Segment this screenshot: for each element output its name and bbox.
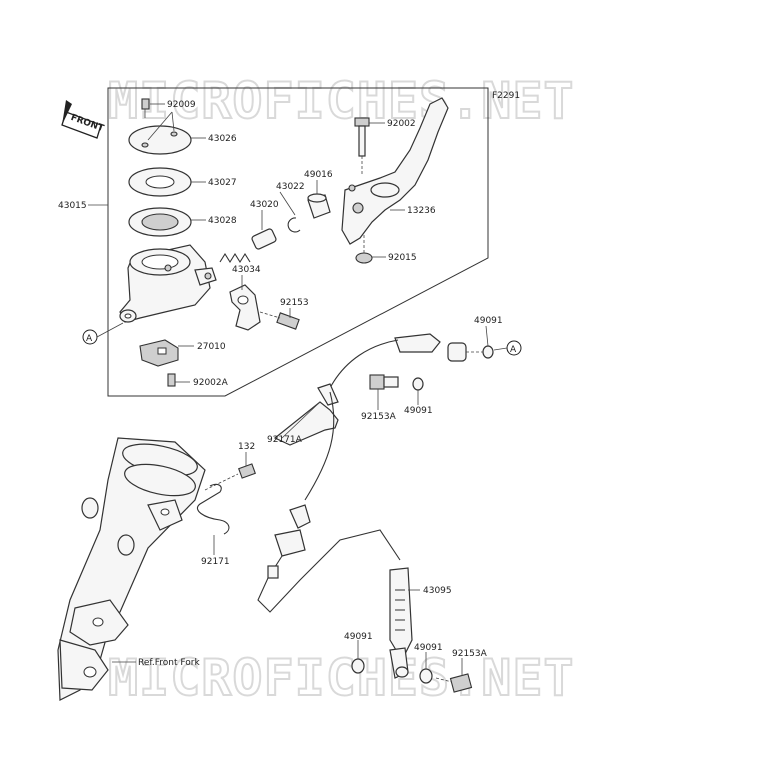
label-92153A-upper: 92153A bbox=[361, 412, 397, 422]
master-cylinder-body bbox=[119, 244, 217, 323]
label-49091-upper: 49091 bbox=[474, 316, 503, 326]
label-92153: 92153 bbox=[280, 298, 309, 308]
switch-27010 bbox=[139, 339, 179, 367]
label-43027: 43027 bbox=[208, 178, 237, 188]
assembly-frame bbox=[107, 87, 489, 397]
label-132: 132 bbox=[238, 442, 255, 452]
washer-49091-lower-right bbox=[419, 668, 433, 684]
watermark-bottom: MICROFICHES.NET bbox=[108, 649, 575, 707]
label-43028: 43028 bbox=[208, 216, 237, 226]
label-49016: 49016 bbox=[304, 170, 333, 180]
label-ref-front-fork: Ref.Front Fork bbox=[138, 658, 200, 668]
watermark-top: MICROFICHES.NET bbox=[108, 72, 575, 130]
circlip-43022 bbox=[287, 217, 301, 233]
bracket-92171A bbox=[273, 383, 339, 446]
banjo-bolt-92153A-upper bbox=[369, 374, 399, 390]
label-13236: 13236 bbox=[407, 206, 436, 216]
nut-92015 bbox=[355, 235, 373, 264]
label-92009: 92009 bbox=[167, 100, 196, 110]
label-49091-middle: 49091 bbox=[404, 406, 433, 416]
upper-hose bbox=[329, 333, 494, 389]
label-92171A: 92171A bbox=[267, 435, 303, 445]
svg-text:A: A bbox=[510, 345, 517, 355]
diaphragm-43028 bbox=[128, 207, 192, 237]
reservoir-cap-43026 bbox=[128, 125, 192, 155]
plate-43027 bbox=[128, 167, 192, 197]
front-fork bbox=[57, 437, 206, 701]
figure-code: F2291 bbox=[492, 91, 520, 101]
bolt-132 bbox=[204, 463, 256, 491]
washer-49091-middle bbox=[412, 377, 424, 391]
banjo-bolt-92153A-lower bbox=[435, 673, 473, 693]
label-92015: 92015 bbox=[388, 253, 417, 263]
clamp-92171 bbox=[196, 483, 230, 535]
screw-92009 bbox=[141, 98, 150, 118]
piston-43020 bbox=[219, 228, 277, 264]
ref-marker-a-left: A bbox=[82, 322, 124, 345]
boot-49016 bbox=[307, 193, 331, 219]
label-92153A-lower: 92153A bbox=[452, 649, 488, 659]
label-49091-lower-left: 49091 bbox=[344, 632, 373, 642]
label-92002A: 92002A bbox=[193, 378, 229, 388]
lever-13236 bbox=[341, 97, 449, 245]
lower-hose bbox=[257, 391, 413, 679]
label-43095: 43095 bbox=[423, 586, 452, 596]
leader-lines bbox=[88, 103, 489, 676]
screw-92002A bbox=[167, 373, 176, 387]
svg-text:A: A bbox=[86, 334, 93, 344]
label-92002: 92002 bbox=[387, 119, 416, 129]
washer-49091-lower-left bbox=[351, 658, 365, 674]
label-43022: 43022 bbox=[276, 182, 305, 192]
label-43020: 43020 bbox=[250, 200, 279, 210]
label-27010: 27010 bbox=[197, 342, 226, 352]
label-92171: 92171 bbox=[201, 557, 230, 567]
label-49091-lower-right: 49091 bbox=[414, 643, 443, 653]
bolt-92153 bbox=[259, 311, 300, 330]
front-arrow-icon: FRONT bbox=[61, 100, 106, 139]
clamp-43034 bbox=[229, 284, 261, 331]
bolt-92002 bbox=[354, 117, 370, 175]
label-43026: 43026 bbox=[208, 134, 237, 144]
label-43034: 43034 bbox=[232, 265, 261, 275]
ref-marker-a-right: A bbox=[493, 340, 522, 356]
label-43015: 43015 bbox=[58, 201, 87, 211]
